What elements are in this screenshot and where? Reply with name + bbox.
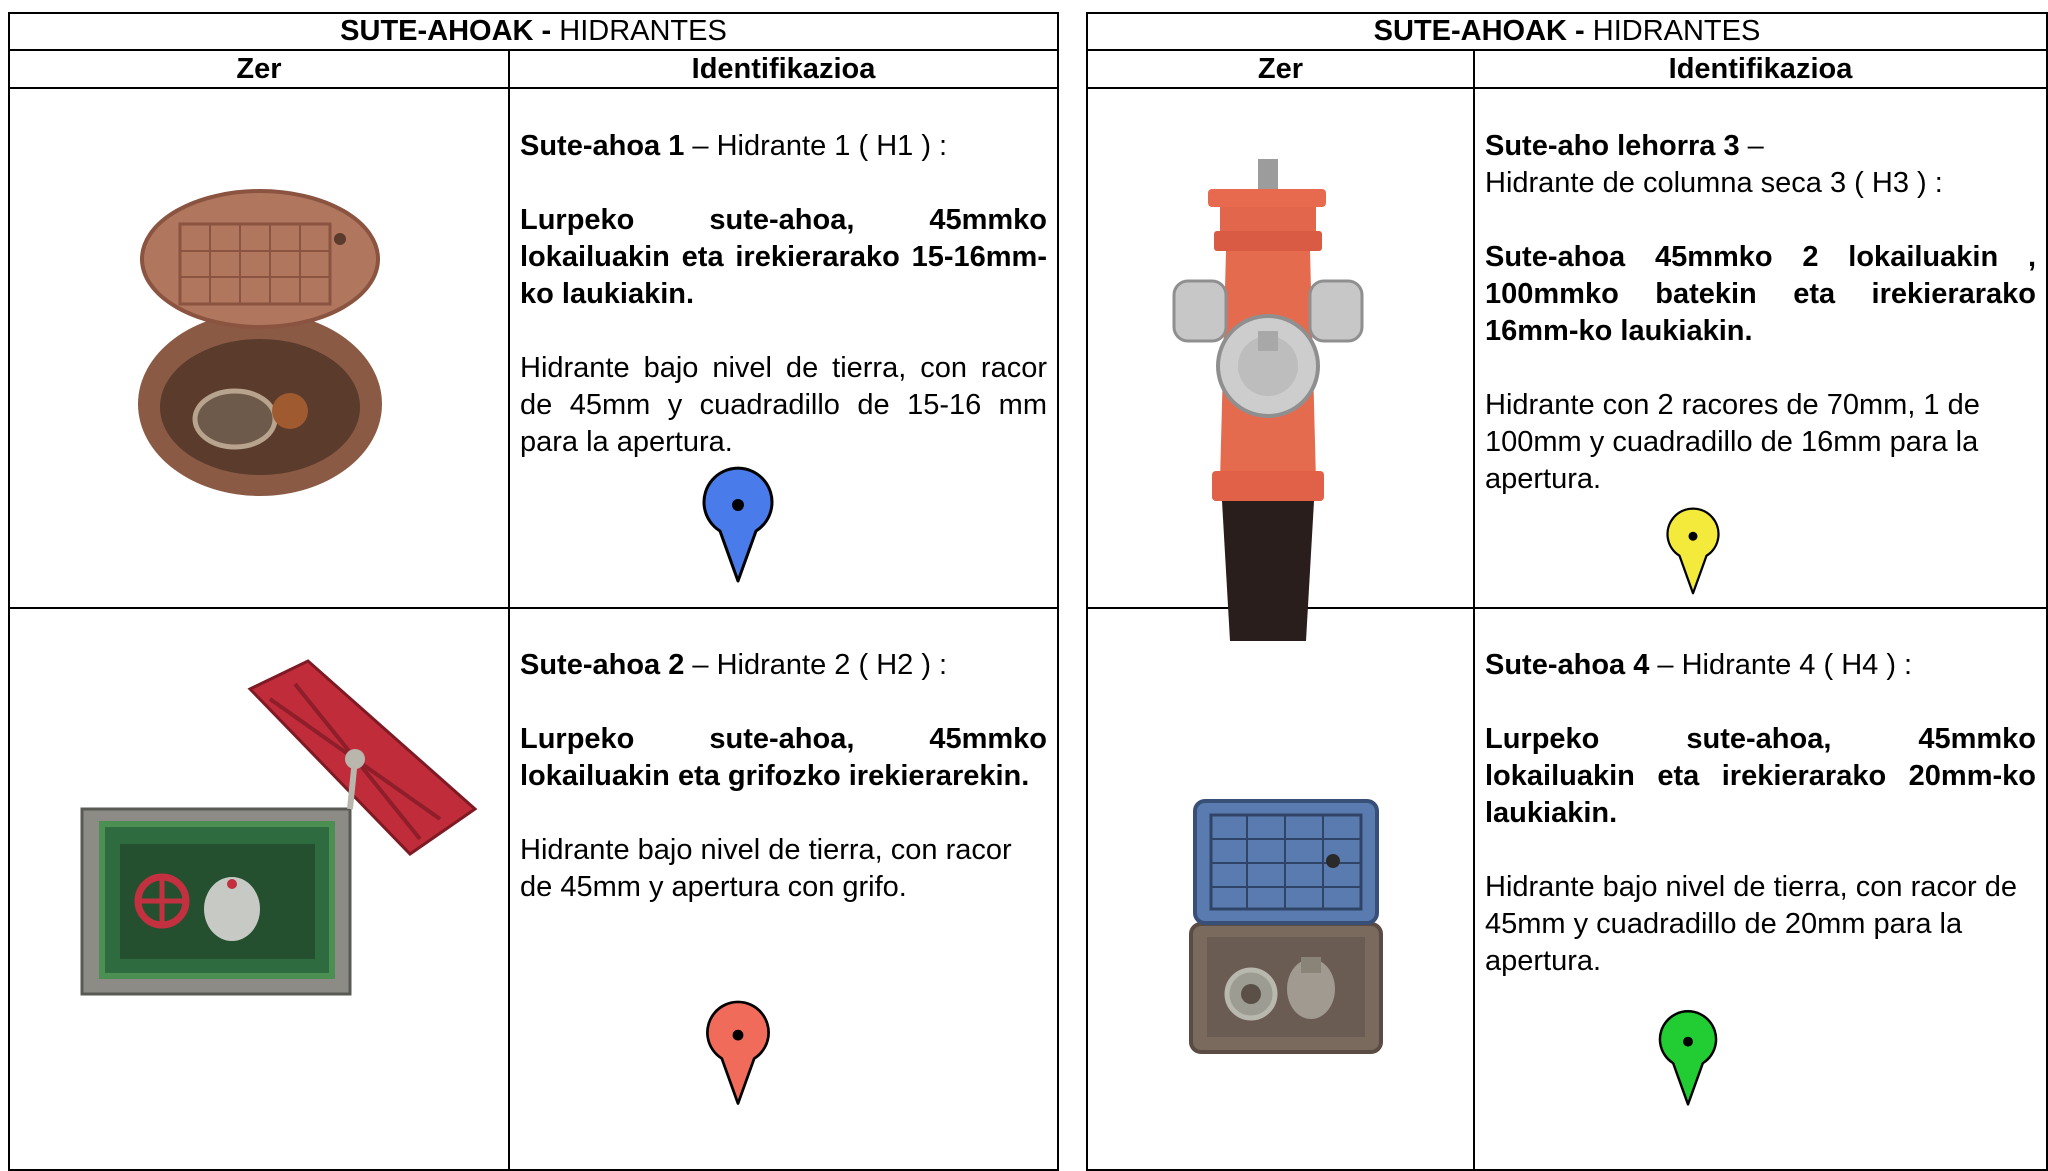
underground-hydrant-blue-lid-image: [1189, 799, 1383, 1054]
column-header-identifikazioa: Identifikazioa: [508, 49, 1059, 89]
dry-column-hydrant-image: [1172, 159, 1364, 641]
table-title: SUTE-AHOAK - HIDRANTES: [1086, 12, 2048, 51]
basque-description: Sute-ahoa 45mmko 2 lokailuakin , 100mmko…: [1485, 241, 2036, 347]
table-row: Sute-aho lehorra 3 – Hidrante de columna…: [1086, 87, 2048, 641]
map-marker-icon: [1658, 1010, 1718, 1106]
map-marker-icon: [1666, 507, 1720, 595]
basque-description: Lurpeko sute-ahoa, 45mmko lokailuakin et…: [520, 204, 1047, 310]
column-header-identifikazioa: Identifikazioa: [1473, 49, 2048, 89]
spanish-description: Hidrante con 2 racores de 70mm, 1 de 100…: [1485, 389, 1980, 495]
underground-hydrant-rusty-lid-image: [138, 189, 382, 496]
column-header-zer: Zer: [1086, 49, 1475, 89]
basque-description: Lurpeko sute-ahoa, 45mmko lokailuakin et…: [1485, 723, 2036, 829]
hydrant-name-spanish: Hidrante de columna seca 3 ( H3 ) :: [1485, 167, 1943, 199]
hydrant-photo-h4: [1086, 607, 1475, 1171]
hydrant-description-h3: Sute-aho lehorra 3 – Hidrante de columna…: [1473, 87, 2048, 609]
hydrant-description-h1: Sute-ahoa 1 – Hidrante 1 ( H1 ) : Lurpek…: [508, 87, 1059, 609]
table-row: Sute-ahoa 4 – Hidrante 4 ( H4 ) : Lurpek…: [1086, 607, 2048, 1171]
hydrant-table-right: SUTE-AHOAK - HIDRANTES Zer Identifikazio…: [1086, 12, 2048, 1171]
hydrant-name: Sute-ahoa 1 – Hidrante 1 ( H1 ) :: [520, 130, 948, 162]
hydrant-description-h2: Sute-ahoa 2 – Hidrante 2 ( H2 ) : Lurpek…: [508, 607, 1059, 1171]
table-row: Sute-ahoa 2 – Hidrante 2 ( H2 ) : Lurpek…: [8, 607, 1059, 1171]
table-row: Sute-ahoa 1 – Hidrante 1 ( H1 ) : Lurpek…: [8, 87, 1059, 609]
spanish-description: Hidrante bajo nivel de tierra, con racor…: [1485, 871, 2017, 977]
spanish-description: Hidrante bajo nivel de tierra, con racor…: [520, 834, 1012, 903]
hydrant-name: Sute-ahoa 2 – Hidrante 2 ( H2 ) :: [520, 649, 948, 681]
underground-hydrant-red-lid-valve-image: [80, 659, 478, 996]
hydrant-photo-h3: [1086, 87, 1475, 641]
hydrant-photo-h2: [8, 607, 510, 1171]
map-marker-icon: [702, 466, 774, 583]
table-title: SUTE-AHOAK - HIDRANTES: [8, 12, 1059, 51]
spanish-description: Hidrante bajo nivel de tierra, con racor…: [520, 352, 1047, 458]
basque-description: Lurpeko sute-ahoa, 45mmko lokailuakin et…: [520, 723, 1047, 792]
hydrant-description-h4: Sute-ahoa 4 – Hidrante 4 ( H4 ) : Lurpek…: [1473, 607, 2048, 1171]
hydrant-table-left: SUTE-AHOAK - HIDRANTES Zer Identifikazio…: [8, 12, 1059, 1171]
hydrant-photo-h1: [8, 87, 510, 609]
hydrant-name: Sute-aho lehorra 3 –: [1485, 130, 1764, 162]
map-marker-icon: [706, 1000, 770, 1105]
column-header-zer: Zer: [8, 49, 510, 89]
hydrant-name: Sute-ahoa 4 – Hidrante 4 ( H4 ) :: [1485, 649, 1913, 681]
